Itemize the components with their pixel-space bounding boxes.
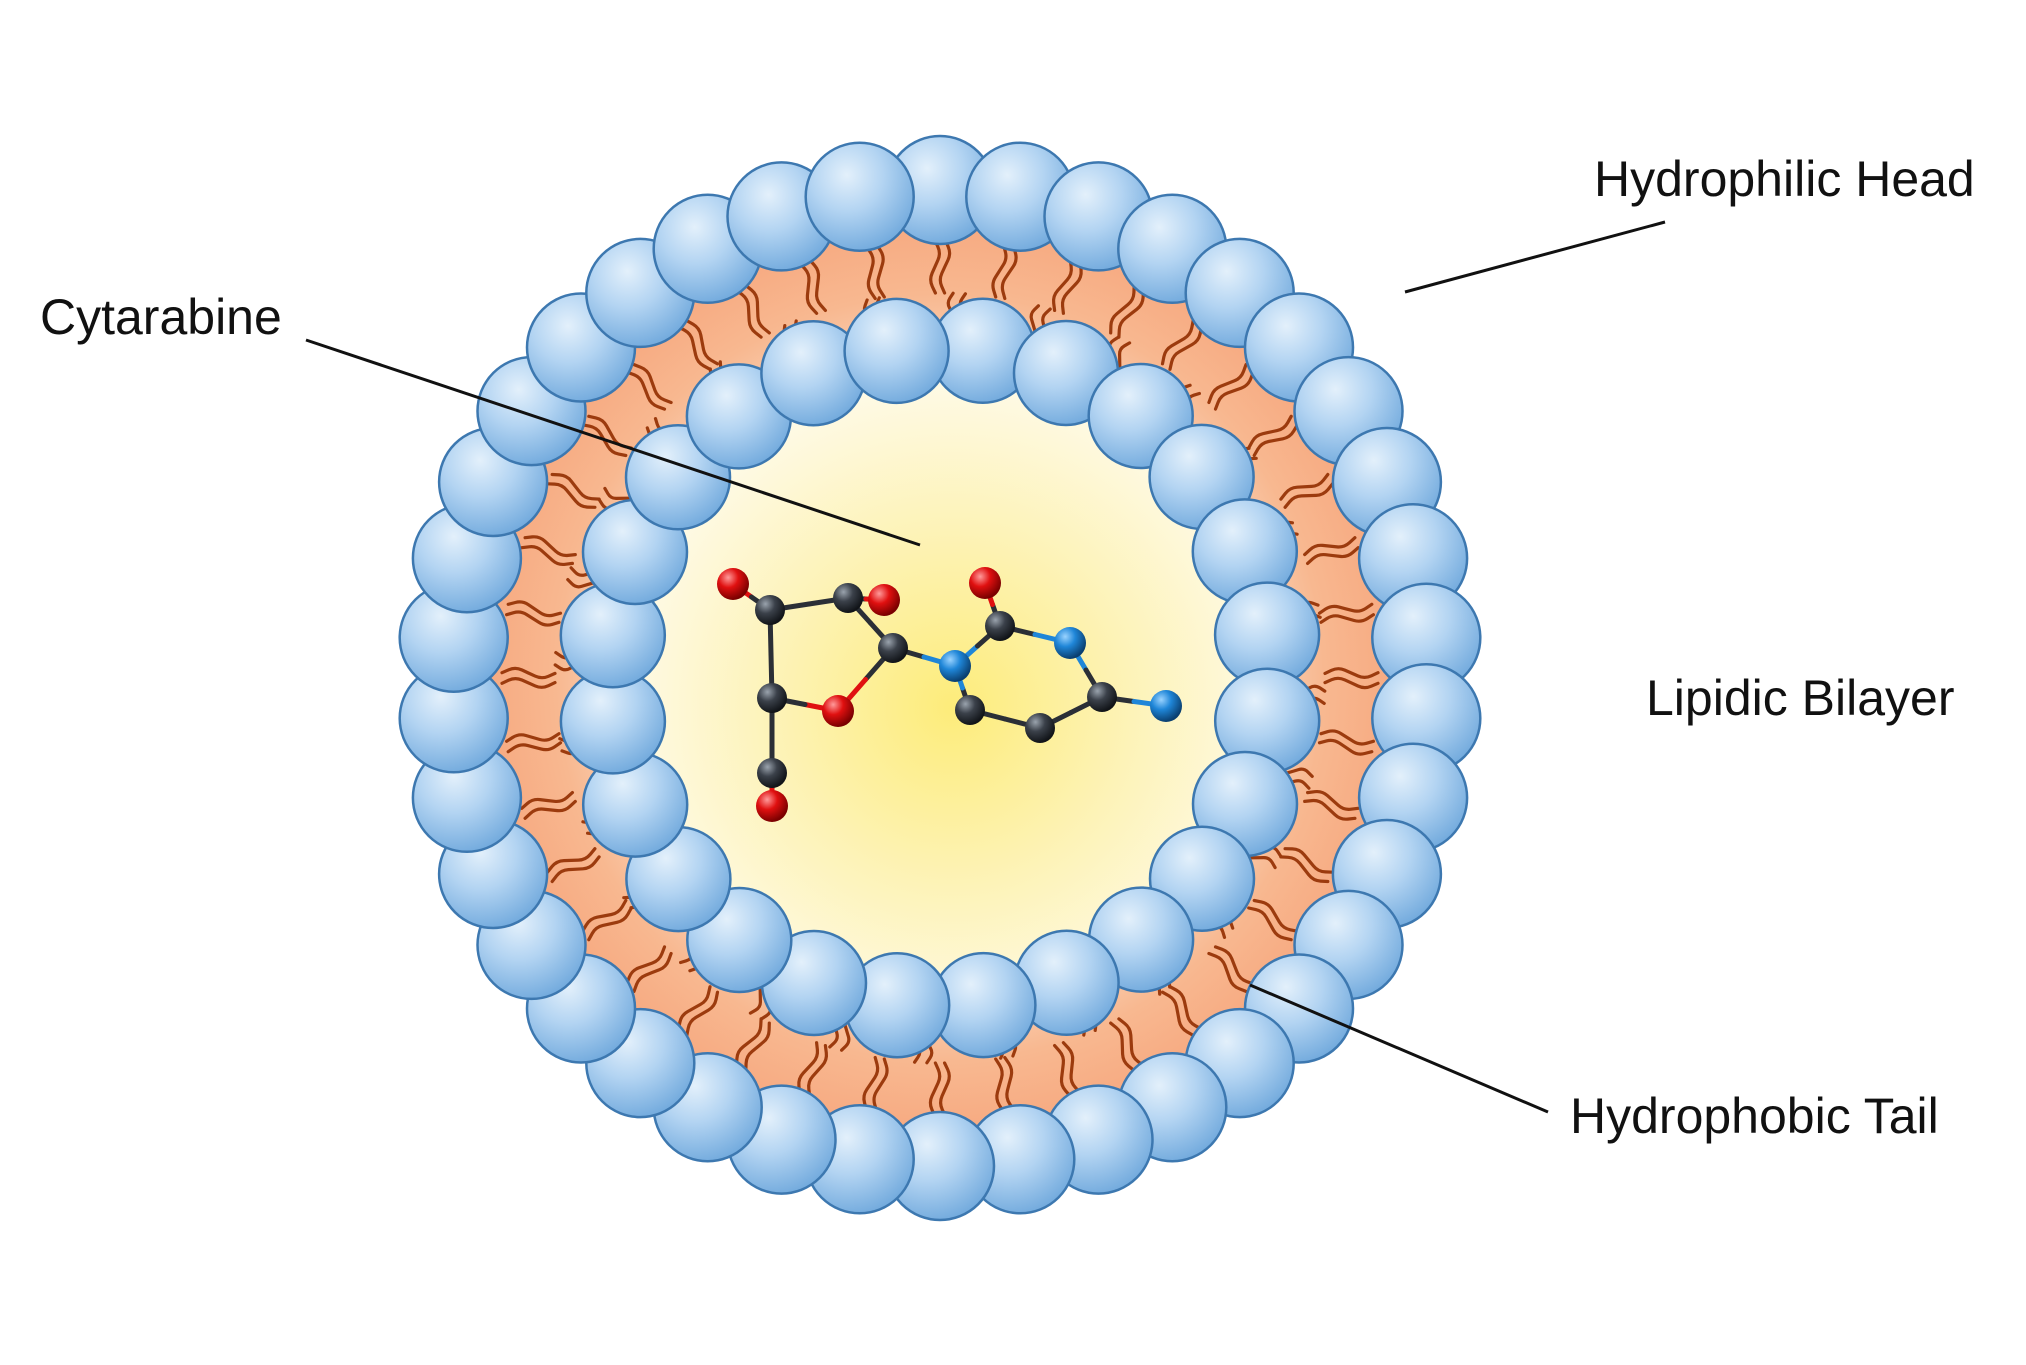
- hydrophobic-tail: [1109, 283, 1136, 335]
- hydrophobic-tail: [1319, 729, 1375, 746]
- hydrophobic-tail: [500, 666, 557, 680]
- hydrophobic-tail: [506, 600, 563, 618]
- hydrophobic-tail: [1317, 738, 1374, 756]
- carbon-atom: [1025, 713, 1055, 743]
- hydrophilic-head-label: Hydrophilic Head: [1594, 151, 1975, 207]
- carbon-atom: [757, 758, 787, 788]
- hydrophobic-tail: [1252, 423, 1299, 458]
- hydrophobic-tail: [581, 898, 628, 933]
- hydrophobic-tail: [632, 363, 673, 405]
- hydrophobic-tail: [520, 545, 574, 567]
- hydrophobic-tail: [1323, 676, 1380, 690]
- hydrophobic-tail: [1207, 363, 1248, 405]
- carbon-atom: [833, 583, 863, 613]
- aqueous-core: [642, 380, 1238, 976]
- hydrophobic-tail: [1283, 482, 1335, 509]
- oxygen-atom: [756, 790, 788, 822]
- carbon-atom: [985, 611, 1015, 641]
- hydrophobic-tail: [1160, 990, 1195, 1037]
- hydrophobic-tail: [1213, 945, 1255, 986]
- hydrophobic-tail: [1207, 951, 1248, 993]
- hydrophobic-tail: [545, 482, 597, 509]
- hydrophilic-head-leader-line: [1404, 220, 1666, 294]
- carbon-atom: [878, 633, 908, 663]
- carbon-atom: [1087, 682, 1117, 712]
- hydrophobic-tail: [506, 741, 563, 754]
- hydrophobic-tail: [550, 472, 601, 501]
- hydrophilic-head: [843, 297, 950, 405]
- lipidic-bilayer-label: Lipidic Bilayer: [1646, 670, 1955, 726]
- carbon-atom: [757, 683, 787, 713]
- hydrophobic-tail: [1279, 855, 1330, 884]
- hydrophobic-tail: [550, 855, 601, 884]
- hydrophobic-tail: [1303, 798, 1357, 821]
- hydrophobic-tail: [587, 906, 633, 942]
- carbon-atom: [955, 695, 985, 725]
- hydrophobic-tail: [1317, 602, 1374, 615]
- hydrophobic-tail: [1323, 667, 1380, 679]
- cytarabine-label: Cytarabine: [40, 289, 282, 345]
- hydrophobic-tail: [1247, 414, 1293, 450]
- hydrophobic-tail: [632, 951, 673, 993]
- carbon-atom: [755, 595, 785, 625]
- hydrophobic-tail-leader-line: [1249, 983, 1549, 1114]
- oxygen-atom: [717, 568, 749, 600]
- hydrophobic-tail-label: Hydrophobic Tail: [1570, 1088, 1939, 1144]
- hydrophilic-head: [804, 141, 915, 252]
- hydrophobic-tail: [523, 535, 577, 558]
- oxygen-atom: [969, 567, 1001, 599]
- oxygen-atom: [868, 584, 900, 616]
- hydrophobic-tail: [808, 258, 827, 312]
- hydrophobic-tail: [581, 423, 628, 458]
- hydrophobic-tail: [744, 1021, 771, 1073]
- hydrophobic-tail: [685, 319, 720, 366]
- hydrophobic-tail: [1306, 546, 1360, 565]
- hydrophobic-tail: [744, 283, 771, 335]
- hydrophobic-tail: [505, 610, 561, 627]
- hydrophobic-tail: [545, 847, 597, 874]
- hydrophobic-tail: [1252, 898, 1299, 933]
- inner-leaflet-heads: [559, 297, 1321, 1059]
- leader-lines: [305, 220, 1666, 1114]
- aqueous-core-disk: [642, 380, 1238, 976]
- hydrophobic-tail: [1160, 319, 1195, 366]
- hydrophobic-tail: [1247, 906, 1293, 942]
- oxygen-atom: [822, 695, 854, 727]
- outer-leaflet-heads: [398, 134, 1482, 1222]
- hydrophobic-tail: [625, 370, 667, 411]
- hydrophobic-tail: [1306, 789, 1360, 811]
- hydrophobic-tail: [1053, 1044, 1072, 1098]
- hydrophobic-tail: [520, 791, 574, 810]
- cytarabine-molecule: [717, 567, 1182, 822]
- hydrophobic-tail: [1109, 1021, 1136, 1073]
- hydrophobic-tail: [505, 732, 561, 743]
- hydrophobic-tail: [685, 990, 720, 1037]
- nitrogen-atom: [1054, 627, 1086, 659]
- hydrophobic-tail: [1283, 847, 1335, 874]
- cytarabine-leader-line: [305, 338, 921, 547]
- nitrogen-atom: [1150, 690, 1182, 722]
- hydrophobic-tail: [1319, 613, 1375, 624]
- hydrophobic-tail: [1303, 536, 1357, 557]
- hydrophobic-tail: [500, 677, 557, 689]
- hydrophobic-tail: [523, 799, 577, 820]
- nitrogen-atom: [939, 650, 971, 682]
- hydrophobic-tail: [1279, 472, 1330, 501]
